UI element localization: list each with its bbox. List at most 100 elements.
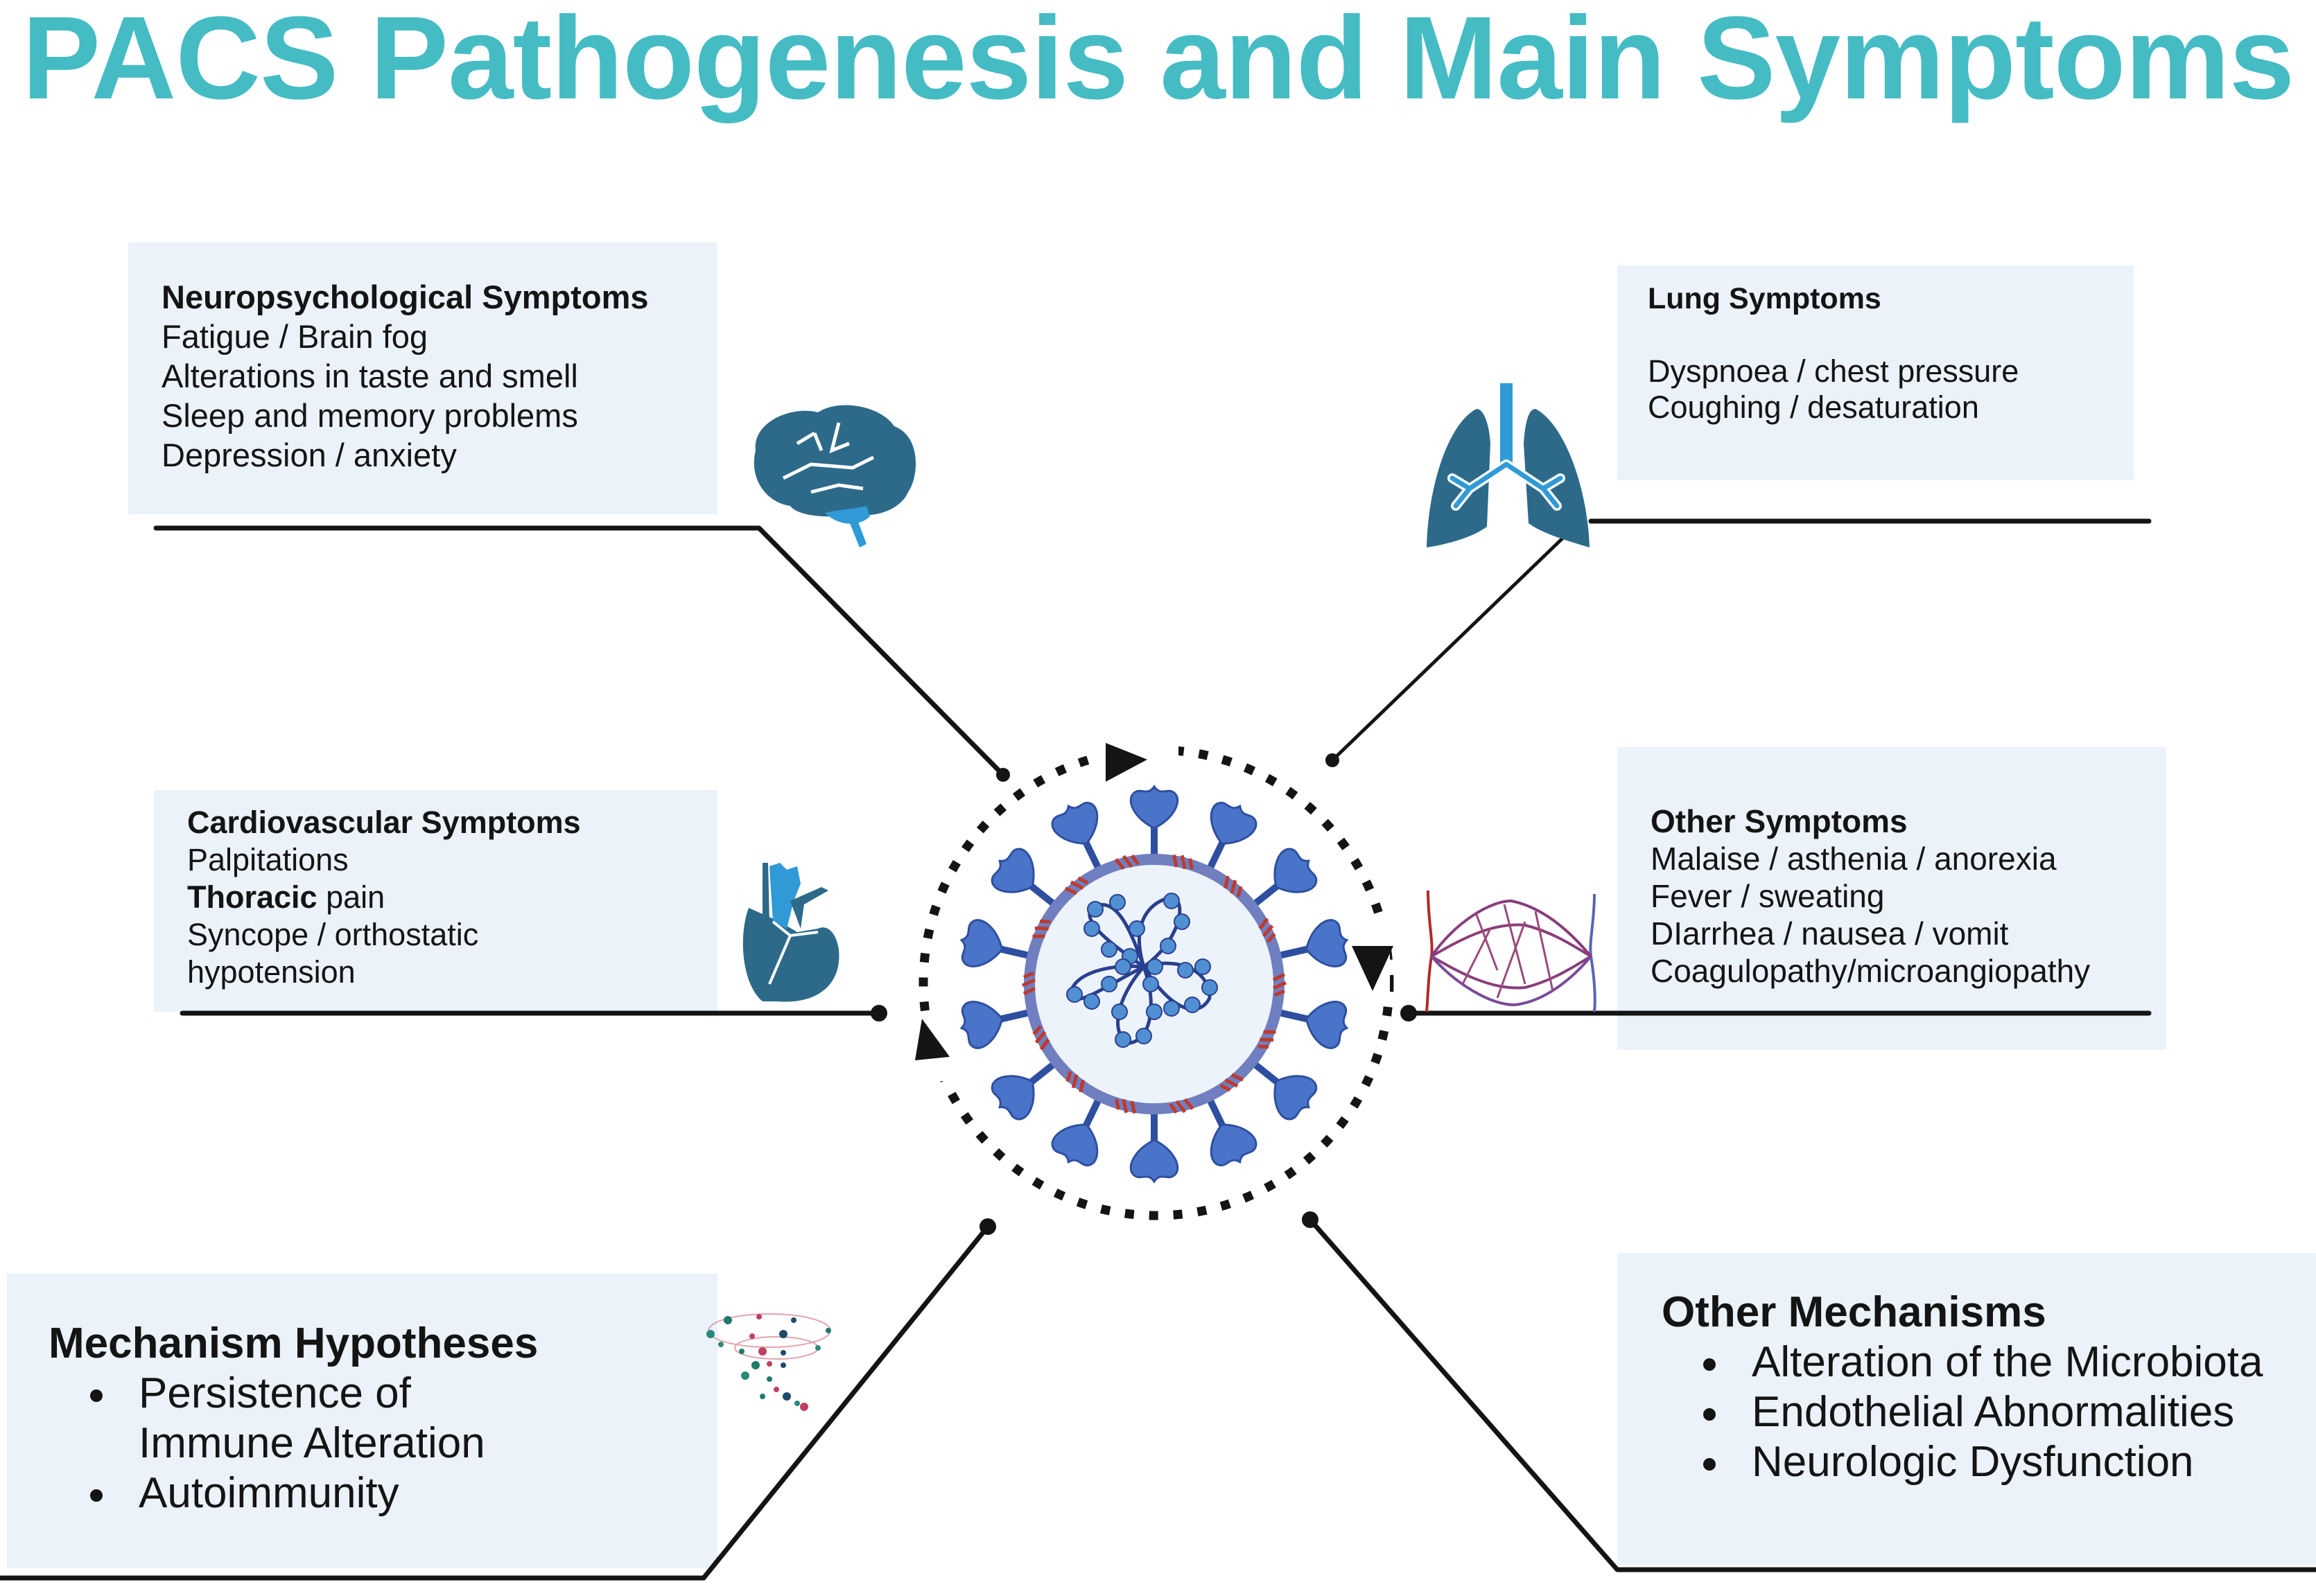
nucleocapsid-bead [1109,894,1126,911]
connector-lung-diagonal [1330,534,1567,762]
connectors [0,518,2316,1581]
arrow-head [1106,743,1147,782]
cytokine-particle [781,1362,786,1368]
endpoint-dot [996,768,1010,782]
nucleocapsid-bead [1147,958,1163,975]
cytokine-particle [739,1349,745,1354]
cytokine-particle [760,1394,765,1399]
nucleocapsid-bead [1163,893,1180,909]
cytokine-particle [724,1316,732,1324]
arrow-head [915,1019,950,1060]
cytokine-particle [783,1392,791,1401]
membrane-protein [1114,854,1140,870]
endpoint-dot [1302,1211,1318,1228]
virus-spike [959,1001,1034,1049]
symptom-item: Coughing / desaturation [1648,389,1979,425]
nucleocapsid-bead [1135,1028,1152,1044]
nucleocapsid-bead [1174,913,1190,930]
neuropsychological-symptoms-panel: Neuropsychological Symptoms Fatigue / Br… [128,243,717,514]
heart-icon [742,863,839,1002]
membrane-protein [1064,876,1089,895]
capillary-bed-icon [1425,890,1596,1012]
cytokine-particle [741,1371,749,1380]
connector-other-mechanisms [1307,1217,2316,1572]
nucleocapsid-bead [1111,1003,1128,1020]
cytokine-particle [767,1361,772,1367]
membrane-protein [1115,1098,1137,1114]
cytokine-storm-icon [706,1313,831,1411]
panel-heading: Lung Symptoms [1648,282,1881,315]
virus-spike [1051,1095,1104,1167]
symptom-item: Sleep and memory problems [162,397,578,434]
cytokine-particle [767,1376,772,1382]
lung-symptoms-panel: Lung Symptoms Dyspnoea / chest pressure … [1617,265,2134,480]
nucleocapsid-bead [1066,986,1083,1003]
nucleocapsid-bead [1201,979,1218,996]
endpoint-dot [1400,1005,1417,1021]
virus-spike [1129,784,1179,859]
virus-spike [991,1059,1059,1121]
nucleocapsid-bead [1177,962,1194,979]
symptom-item: Syncope / orthostatic [187,917,479,952]
panel-heading: Cardiovascular Symptoms [187,805,581,840]
cardiovascular-symptoms-panel: Cardiovascular Symptoms Palpitations Tho… [154,790,717,1012]
symptom-item: DIarrhea / nausea / vomit [1651,915,2009,952]
virus-spike [1275,919,1349,967]
membrane-protein [1021,971,1036,996]
cytokine-particle [758,1347,767,1356]
membrane-protein [1032,919,1051,938]
nucleocapsid-bead [1101,976,1117,992]
nucleocapsid-bead [1083,920,1100,937]
mechanism-item: Persistence of Immune Alteration [49,1369,527,1468]
nucleocapsid-bead [1142,976,1159,992]
arrow-head [1352,946,1393,991]
cytokine-particle [718,1342,724,1347]
membrane-protein [1032,1025,1050,1051]
symptom-item: Malaise / asthenia / anorexia [1651,841,2057,877]
membrane-protein [1169,1098,1194,1114]
panel-heading: Other Symptoms [1651,803,1908,839]
sars-cov-2-virus-icon [959,784,1349,1184]
mechanism-item: Neurologic Dysfunction [1662,1437,2316,1487]
membrane-protein [1219,1073,1244,1092]
nucleocapsid-bead [1194,958,1211,975]
nucleocapsid-bead [1115,1031,1131,1048]
virus-spike [959,919,1034,967]
membrane-protein [1258,918,1276,943]
connector-neuro [153,525,1006,778]
cytokine-particle [749,1333,755,1339]
nucleocapsid-bead [1083,993,1100,1010]
nucleocapsid-bead [1101,941,1117,958]
brain-icon [754,405,916,547]
cytokine-particle [826,1328,831,1333]
mechanism-item: Autoimmunity [49,1468,717,1518]
mechanism-list: Alteration of the Microbiota Endothelial… [1662,1338,2316,1487]
cytokine-particle [774,1387,779,1392]
cytokine-particle [781,1350,786,1356]
symptom-item: Coagulopathy/microangiopathy [1651,953,2091,989]
membrane-protein [1172,854,1194,870]
endpoint-dot [979,1218,996,1235]
cytokine-particle [791,1317,796,1323]
other-symptoms-panel: Other Symptoms Malaise / asthenia / anor… [1617,747,2166,1050]
symptom-item: Depression / anxiety [162,437,457,473]
other-mechanisms-panel: Other Mechanisms Alteration of the Micro… [1617,1253,2316,1565]
nucleocapsid-bead [1129,920,1145,937]
cytokine-particle [756,1314,762,1319]
virus-spike [1249,1059,1318,1121]
endpoint-dot [1325,753,1339,767]
virus-spike [1129,1109,1179,1184]
cytokine-particle [706,1330,715,1338]
panel-heading: Other Mechanisms [1662,1288,2046,1336]
mechanism-item: Endothelial Abnormalities [1662,1387,2316,1437]
nucleocapsid-bead [1087,901,1104,918]
virus-spike [1275,1001,1349,1049]
symptom-item: Dyspnoea / chest pressure [1648,353,2019,389]
symptom-item: hypotension [187,954,356,990]
membrane-protein [1224,875,1243,897]
cytokine-particle [751,1361,760,1369]
nucleocapsid-bead [1163,1000,1180,1017]
mechanism-list: Persistence of Immune Alteration Autoimm… [49,1369,717,1518]
virus-spike [1051,801,1104,873]
